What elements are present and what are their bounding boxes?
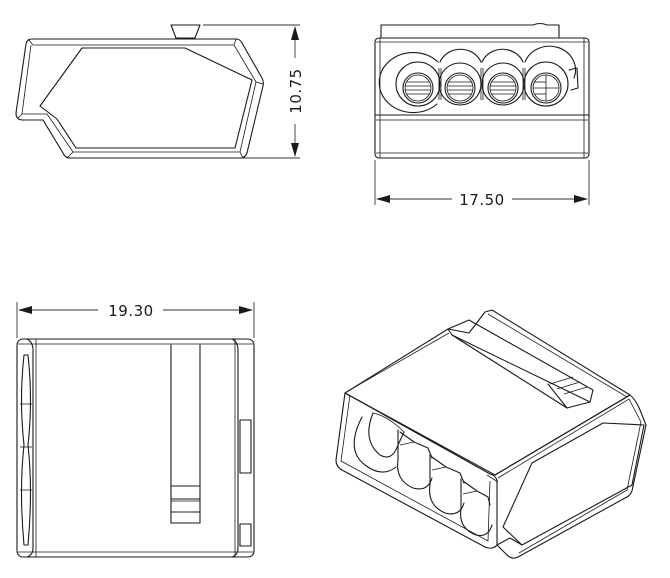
height-dimension-label: 10.75	[287, 68, 305, 113]
front-view: 17.50	[374, 22, 590, 209]
depth-dimension-label: 19.30	[108, 302, 153, 320]
iso-front-face	[335, 392, 498, 549]
height-dimension: 10.75	[203, 24, 305, 159]
side-body-outline	[15, 38, 264, 159]
top-side-notch-upper	[239, 419, 252, 474]
iso-side-panel	[502, 422, 645, 546]
front-port-2	[438, 48, 482, 106]
top-latch-lever	[170, 344, 201, 524]
top-view: 19.30	[16, 302, 255, 558]
front-port-1	[378, 52, 441, 114]
depth-dimension: 19.30	[16, 302, 255, 338]
iso-latch-bar	[447, 319, 594, 409]
side-face-panel	[39, 47, 253, 149]
top-side-notch-lower	[239, 523, 252, 547]
width-dimension: 17.50	[374, 160, 590, 209]
iso-ports	[353, 412, 493, 537]
front-port-4	[522, 45, 579, 107]
iso-port-3	[429, 454, 465, 515]
iso-port-2	[397, 429, 433, 490]
front-port-3	[480, 48, 525, 106]
iso-top-face	[344, 309, 631, 476]
front-release-tab	[568, 67, 579, 91]
iso-side-face	[494, 394, 647, 559]
front-rear-slab	[380, 22, 560, 39]
front-body	[374, 37, 590, 159]
side-body-inner-outline	[21, 44, 257, 153]
width-dimension-label: 17.50	[459, 191, 504, 209]
top-body	[16, 338, 255, 558]
isometric-view	[335, 309, 647, 559]
side-view: 10.75	[15, 24, 305, 159]
iso-port-4	[460, 478, 493, 537]
latch-knob	[170, 24, 201, 39]
top-port-profiles	[20, 354, 32, 546]
